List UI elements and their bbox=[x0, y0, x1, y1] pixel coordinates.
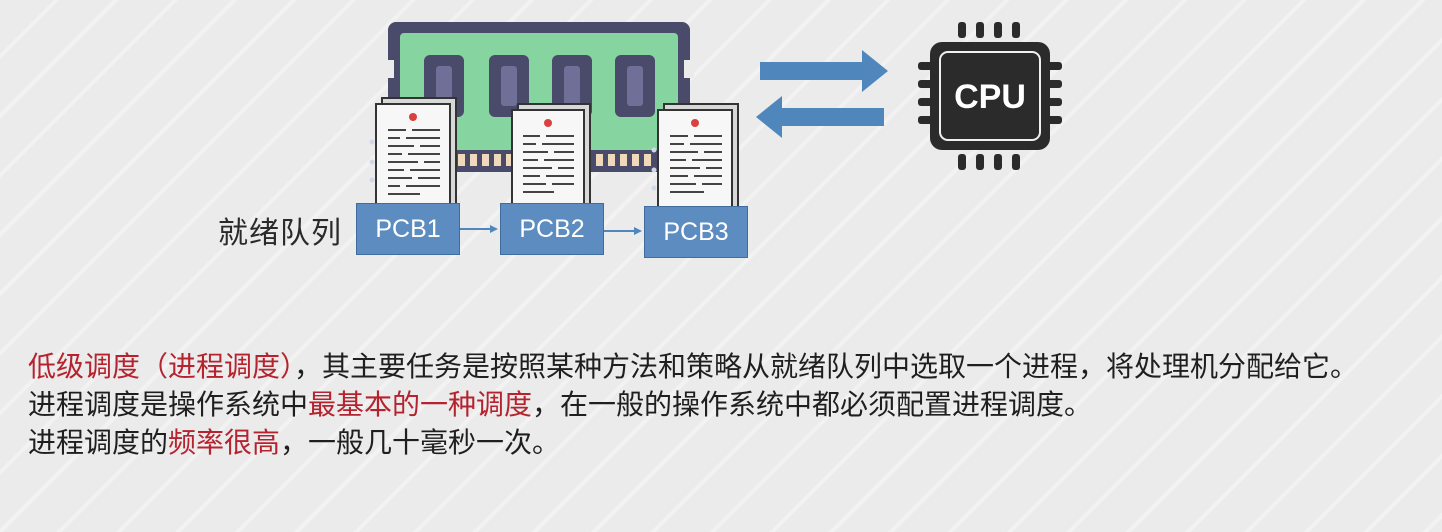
body-text: 进程调度是操作系统中 bbox=[28, 388, 309, 421]
pcb-box: PCB3 bbox=[644, 206, 748, 258]
cpu-chip-icon bbox=[918, 22, 1062, 170]
scheduling-diagram: CPU 就绪队列 PCB1 PCB2 PCB3 bbox=[218, 22, 1062, 258]
body-text: ，一般几十毫秒一次。 bbox=[280, 426, 561, 459]
highlight-text: 最基本的一种调度 bbox=[308, 388, 533, 421]
highlight-text: 频率很高 bbox=[168, 426, 281, 459]
document-icon bbox=[511, 103, 591, 217]
body-text: 进程调度的 bbox=[28, 426, 169, 459]
arrow-from-cpu-icon bbox=[756, 96, 884, 138]
highlight-text: 低级调度（进程调度） bbox=[28, 350, 295, 383]
document-icon bbox=[657, 103, 739, 219]
pcb-box: PCB1 bbox=[356, 203, 460, 255]
document-icon bbox=[375, 97, 457, 215]
ready-queue-label: 就绪队列 bbox=[218, 216, 342, 251]
paragraph-low-level-scheduling: 低级调度（进程调度），其主要任务是按照某种方法和策略从就绪队列中选取一个进程，将… bbox=[28, 348, 1428, 386]
arrow-right-icon bbox=[604, 227, 642, 235]
decorative-dots bbox=[369, 139, 657, 191]
paragraph-frequency: 进程调度的频率很高，一般几十毫秒一次。 bbox=[28, 424, 1428, 462]
paragraph-basic-scheduling: 进程调度是操作系统中最基本的一种调度，在一般的操作系统中都必须配置进程调度。 bbox=[28, 386, 1428, 424]
arrow-right-icon bbox=[460, 225, 498, 233]
description-text: 低级调度（进程调度），其主要任务是按照某种方法和策略从就绪队列中选取一个进程，将… bbox=[28, 348, 1428, 462]
cpu-label: CPU bbox=[954, 78, 1026, 116]
body-text: ，在一般的操作系统中都必须配置进程调度。 bbox=[532, 388, 1093, 421]
arrow-to-cpu-icon bbox=[760, 50, 888, 92]
pcb-box: PCB2 bbox=[500, 203, 604, 255]
body-text: ，其主要任务是按照某种方法和策略从就绪队列中选取一个进程，将处理机分配给它。 bbox=[294, 350, 1359, 383]
diagram-svg: CPU bbox=[369, 22, 1062, 235]
